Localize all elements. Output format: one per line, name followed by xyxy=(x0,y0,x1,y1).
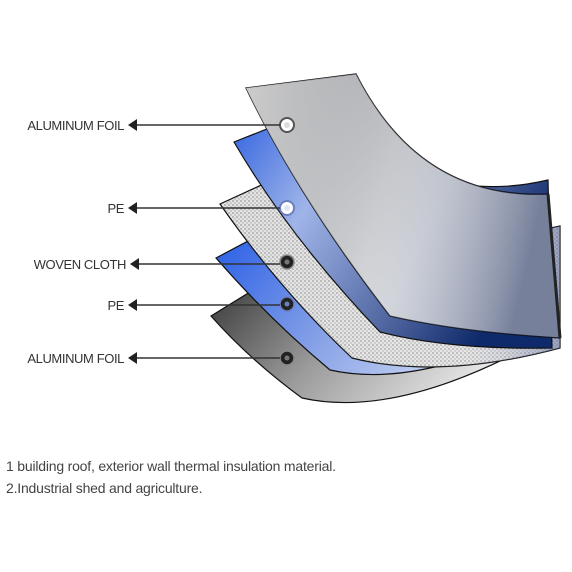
layer-sheet-aluminum-foil-top xyxy=(245,73,562,339)
arrowhead-icon xyxy=(128,352,137,364)
layer-label-pe-bottom: PE xyxy=(107,298,124,313)
arrowhead-icon xyxy=(128,299,137,311)
layer-label-pe-top: PE xyxy=(107,201,124,216)
layer-label-aluminum-foil-bottom: ALUMINUM FOIL xyxy=(27,351,124,366)
application-note-1: 1 building roof, exterior wall thermal i… xyxy=(6,458,336,474)
arrowhead-icon xyxy=(128,119,137,131)
arrowhead-icon xyxy=(128,202,137,214)
leader-lines xyxy=(128,119,280,364)
layer-label-aluminum-foil-top: ALUMINUM FOIL xyxy=(27,118,124,133)
application-notes: 1 building roof, exterior wall thermal i… xyxy=(6,455,566,499)
layer-label-woven-cloth: WOVEN CLOTH xyxy=(34,257,126,272)
layer-labels: ALUMINUM FOIL PE WOVEN CLOTH PE ALUMINUM… xyxy=(27,118,126,366)
arrowhead-icon xyxy=(130,258,139,270)
rivet-dots xyxy=(279,117,295,366)
application-note-2: 2.Industrial shed and agriculture. xyxy=(6,480,203,496)
